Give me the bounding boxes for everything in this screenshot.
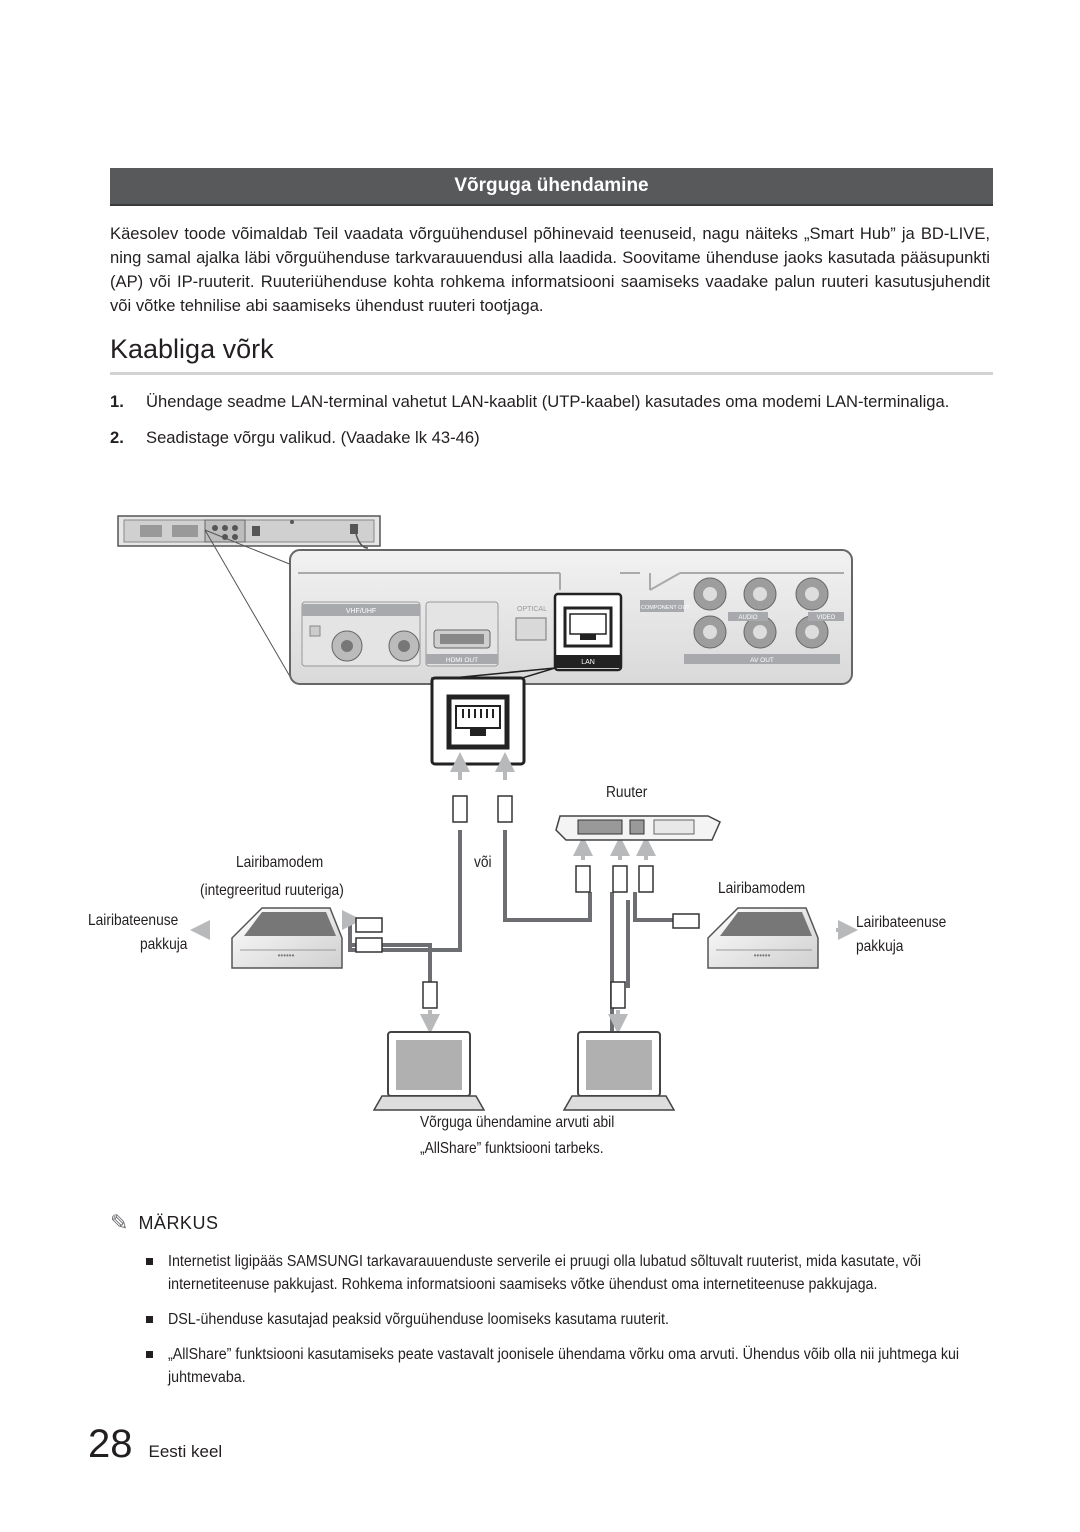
- step-number: 2.: [110, 428, 124, 447]
- connection-diagram: VHF/UHF HDMI OUT OPTICAL LAN COMPONENT O…: [0, 500, 1080, 1180]
- steps-list: 1. Ühendage seadme LAN-terminal vahetut …: [110, 390, 995, 462]
- caption-line-2: „AllShare” funktsiooni tarbeks.: [420, 1140, 604, 1157]
- note-item: DSL-ühenduse kasutajad peaksid võrguühen…: [146, 1308, 996, 1331]
- lan-port-closeup: [430, 676, 526, 766]
- section-title: Võrguga ühendamine: [454, 175, 649, 196]
- label-router: Ruuter: [606, 784, 648, 801]
- label-provider-right: Lairibateenuse: [856, 914, 947, 931]
- panel-label-lan: LAN: [581, 659, 595, 666]
- panel-label-component: COMPONENT OUT: [641, 605, 690, 611]
- page-footer: 28 Eesti keel: [88, 1422, 222, 1467]
- step-number: 1.: [110, 392, 124, 411]
- language-label: Eesti keel: [148, 1442, 223, 1461]
- note-text: „AllShare” funktsiooni kasutamiseks peat…: [168, 1346, 960, 1386]
- zoom-callout: [451, 667, 556, 679]
- signal-arrows: [190, 752, 858, 1034]
- caption-line-1: Võrguga ühendamine arvuti abil: [420, 1114, 615, 1131]
- bullet-square-icon: [146, 1316, 153, 1323]
- step-text: Ühendage seadme LAN-terminal vahetut LAN…: [146, 392, 950, 411]
- label-or: või: [474, 854, 492, 871]
- heading-rule: [110, 372, 993, 375]
- intro-paragraph: Käesolev toode võimaldab Teil vaadata võ…: [110, 224, 990, 315]
- section-header: Võrguga ühendamine: [110, 168, 993, 206]
- notes-header: ✎ MÄRKUS: [110, 1210, 218, 1236]
- step-item: 1. Ühendage seadme LAN-terminal vahetut …: [110, 390, 995, 414]
- label-provider-left: Lairibateenuse: [88, 912, 179, 929]
- label-modem-left-sub: (integreeritud ruuteriga): [200, 882, 344, 899]
- bullet-square-icon: [146, 1351, 153, 1358]
- note-item: Internetist ligipääs SAMSUNGI tarkavarau…: [146, 1250, 996, 1296]
- panel-label-video: VIDEO: [817, 615, 836, 621]
- step-text: Seadistage võrgu valikud. (Vaadake lk 43…: [146, 428, 480, 447]
- player-rear-panel: [117, 515, 381, 549]
- notes-title: MÄRKUS: [138, 1212, 219, 1233]
- notes-list: Internetist ligipääs SAMSUNGI tarkavarau…: [146, 1250, 996, 1401]
- label-modem-right: Lairibamodem: [718, 880, 806, 897]
- label-provider-left-sub: pakkuja: [140, 936, 188, 953]
- label-provider-right-sub: pakkuja: [856, 938, 904, 955]
- network-cables: [342, 830, 680, 1040]
- note-text: Internetist ligipääs SAMSUNGI tarkavarau…: [168, 1253, 921, 1293]
- zoom-line: [204, 529, 293, 566]
- bullet-square-icon: [146, 1258, 153, 1265]
- enlarged-rear-panel: VHF/UHF HDMI OUT OPTICAL LAN COMPONENT O…: [289, 549, 853, 685]
- panel-label-optical: OPTICAL: [517, 606, 547, 613]
- router-device: [555, 815, 721, 841]
- zoom-line: [204, 529, 293, 681]
- modem-right: ••••••: [707, 907, 819, 969]
- laptop-left: [372, 1031, 486, 1111]
- pencil-icon: ✎: [110, 1210, 129, 1235]
- diagram-svg: VHF/UHF HDMI OUT OPTICAL LAN COMPONENT O…: [117, 515, 858, 1111]
- page-number: 28: [88, 1422, 133, 1466]
- label-modem-left: Lairibamodem: [236, 854, 324, 871]
- panel-label-av-out: AV OUT: [750, 657, 774, 664]
- cable-plugs: [355, 795, 700, 1009]
- laptop-right: [562, 1031, 676, 1111]
- panel-label-hdmi: HDMI OUT: [446, 657, 478, 664]
- step-item: 2. Seadistage võrgu valikud. (Vaadake lk…: [110, 426, 995, 450]
- note-item: „AllShare” funktsiooni kasutamiseks peat…: [146, 1343, 996, 1389]
- panel-label-vhf: VHF/UHF: [346, 608, 376, 615]
- modem-left: ••••••: [231, 907, 343, 969]
- svg-text:••••••: ••••••: [278, 951, 295, 960]
- note-text: DSL-ühenduse kasutajad peaksid võrguühen…: [168, 1311, 669, 1328]
- panel-label-audio: AUDIO: [738, 615, 757, 621]
- svg-text:••••••: ••••••: [754, 951, 771, 960]
- page-heading: Kaabliga võrk: [110, 334, 274, 364]
